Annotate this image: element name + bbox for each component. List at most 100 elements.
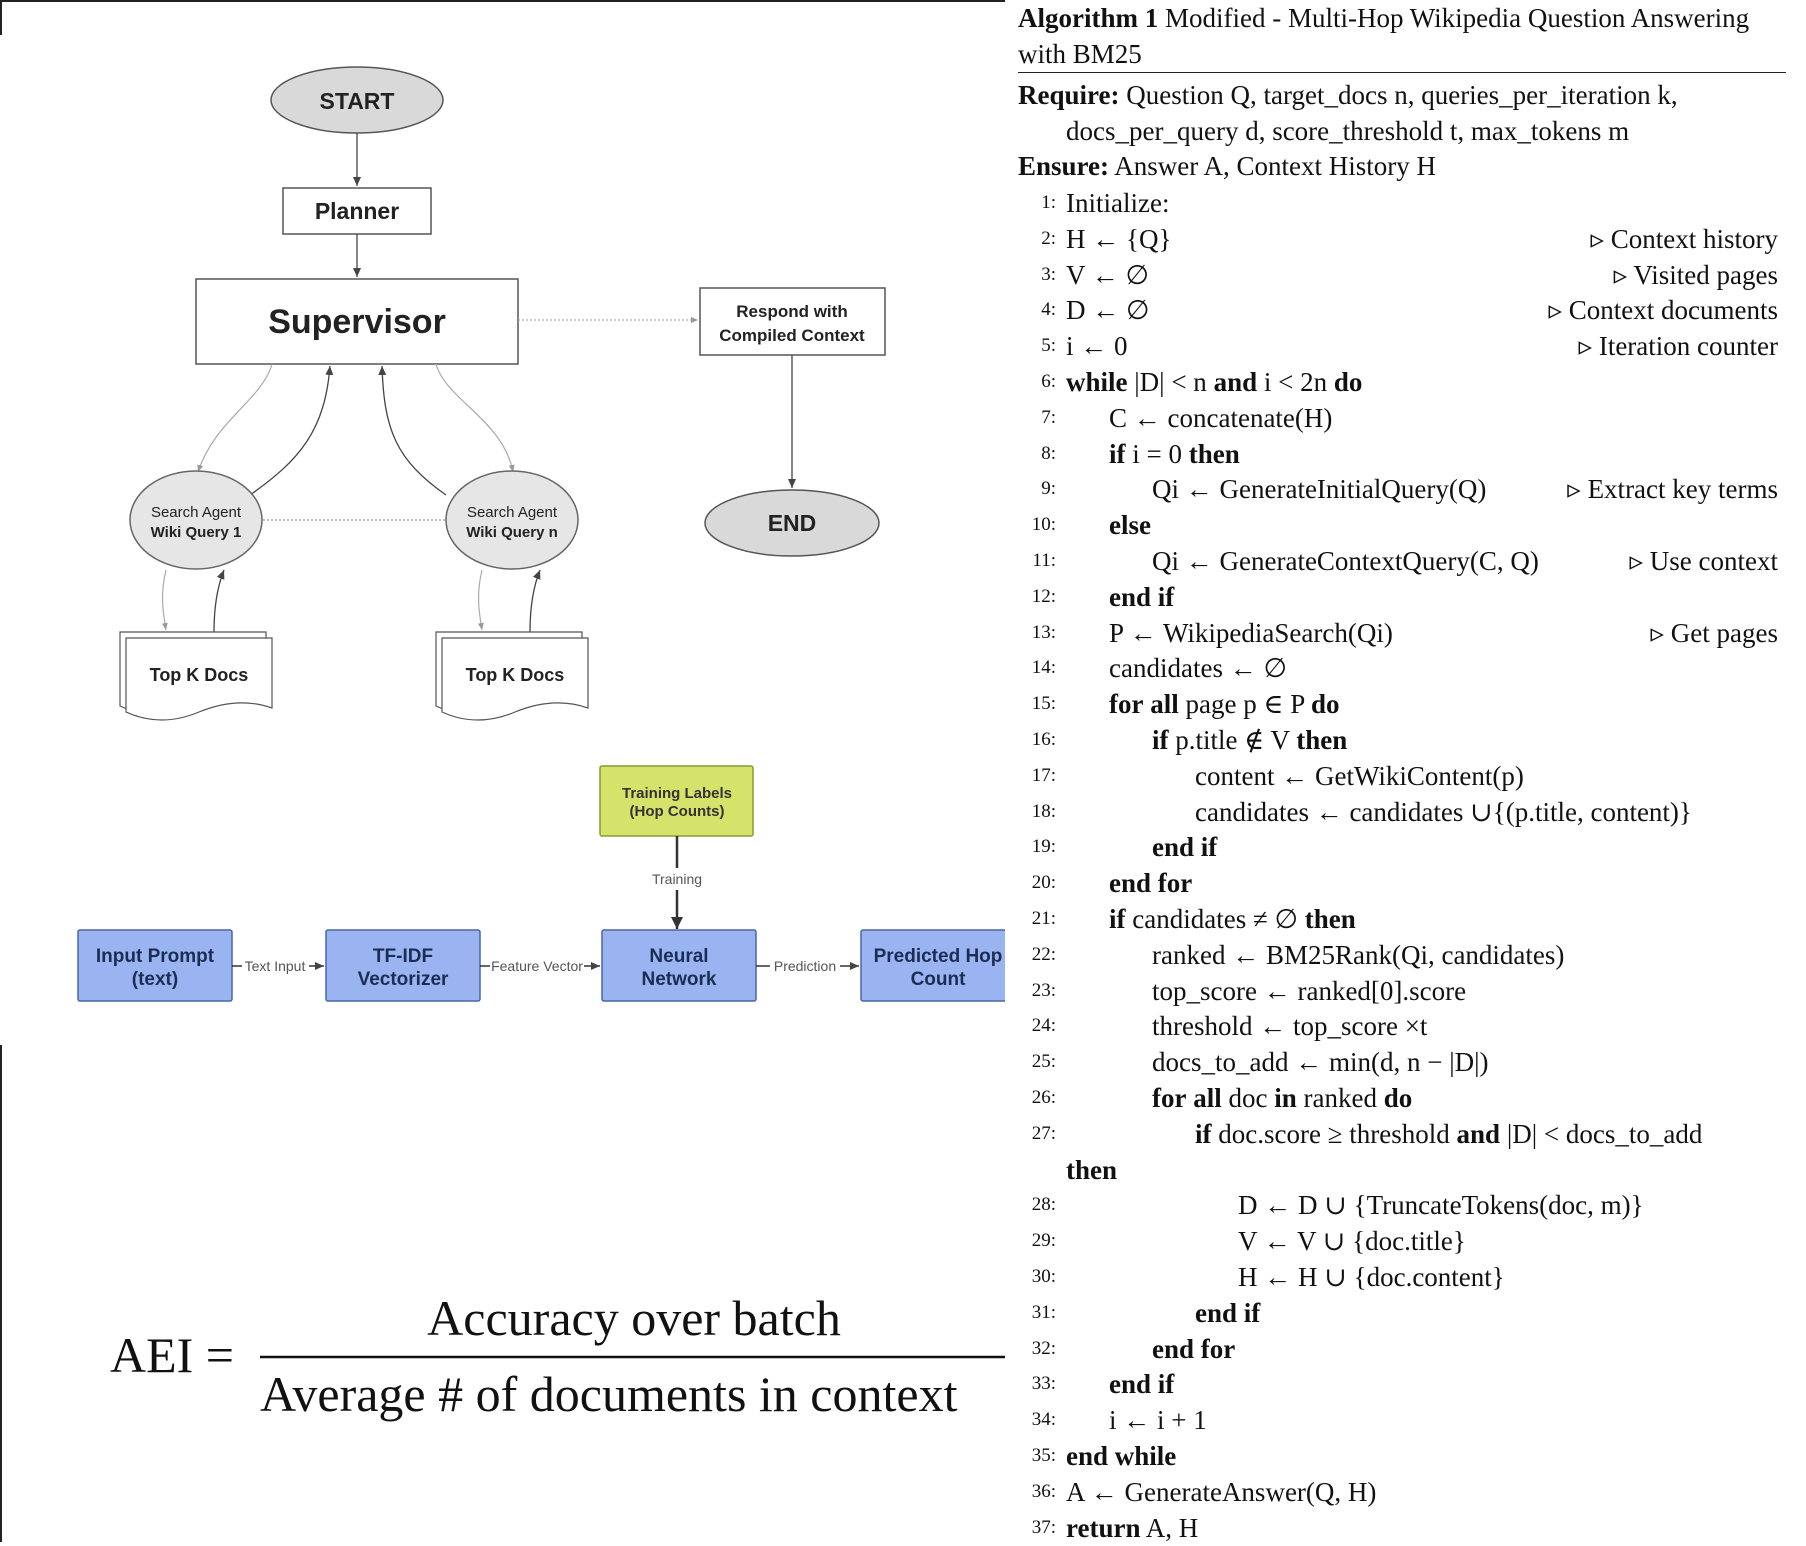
algorithm-line: 27:if doc.score ≥ threshold and |D| < do… bbox=[1018, 1116, 1786, 1152]
algorithm-line: 9:Qi ← GenerateInitialQuery(Q)▹ Extract … bbox=[1018, 471, 1786, 507]
algorithm-title: Algorithm 1 Modified - Multi-Hop Wikiped… bbox=[1018, 0, 1786, 72]
edge-agentn-supervisor bbox=[378, 365, 447, 496]
line-comment: ▹ Context documents bbox=[1548, 295, 1778, 326]
line-number: 18: bbox=[1031, 800, 1056, 822]
line-number: 25: bbox=[1031, 1051, 1056, 1073]
line-number: 12: bbox=[1031, 585, 1056, 607]
line-number: 14: bbox=[1031, 657, 1056, 679]
algorithm-line: 18: candidates ← candidates ∪{(p.title, c… bbox=[1018, 794, 1786, 830]
line-code: Initialize: bbox=[1066, 188, 1170, 218]
line-code: if candidates ≠ ∅ then bbox=[1109, 904, 1356, 934]
tfidf-label-2: Vectorizer bbox=[358, 969, 449, 990]
line-code: Qi ← GenerateContextQuery(C, Q) bbox=[1152, 546, 1539, 576]
line-number: 26: bbox=[1031, 1087, 1056, 1108]
line-number: 34: bbox=[1031, 1409, 1056, 1431]
line-code: i ← i + 1 bbox=[1109, 1405, 1207, 1436]
agentn-node bbox=[445, 470, 579, 570]
line-number: 36: bbox=[1031, 1480, 1056, 1502]
algorithm-line: 24:threshold ← top_score ×t bbox=[1018, 1008, 1786, 1044]
line-code: A ← GenerateAnswer(Q, H) bbox=[1066, 1476, 1377, 1507]
flowchart: START Planner Supervisor Respond with Co… bbox=[119, 66, 886, 721]
left-panel: START Planner Supervisor Respond with Co… bbox=[0, 0, 1005, 1542]
algorithm-line: 26: for all doc in ranked do bbox=[1018, 1080, 1786, 1116]
line-code: end if bbox=[1109, 581, 1175, 612]
line-code: while |D| < n and i < 2n do bbox=[1066, 367, 1363, 397]
line-code: return A, H bbox=[1066, 1512, 1199, 1543]
line-number: 1: bbox=[1041, 192, 1056, 213]
line-number: 5: bbox=[1041, 335, 1056, 357]
algorithm-line: then bbox=[1018, 1152, 1786, 1188]
edge-agent1-supervisor bbox=[249, 365, 334, 496]
edge-feature-vector-label: Feature Vector bbox=[491, 958, 583, 974]
line-code: D ← ∅ bbox=[1066, 295, 1150, 326]
line-code: D ← D ∪ {TruncateTokens(doc, m)} bbox=[1238, 1190, 1644, 1221]
line-number: 3: bbox=[1041, 263, 1056, 285]
algorithm-title-text: Modified - Multi-Hop Wikipedia Question … bbox=[1158, 3, 1750, 33]
line-comment: ▹ Context history bbox=[1590, 223, 1778, 254]
edge-supervisor-agent1 bbox=[197, 363, 273, 473]
line-number: 33: bbox=[1031, 1373, 1056, 1395]
line-code: candidates ← candidates ∪{(p.title, cont… bbox=[1195, 796, 1692, 827]
line-code: end for bbox=[1109, 868, 1193, 899]
algorithm-line: 4: D ← ∅ ▹ Context documents bbox=[1018, 292, 1786, 328]
algorithm-line: 2:H ← {Q}▹ Context history bbox=[1018, 221, 1786, 257]
algorithm-line: 15:for all page p ∈ P do bbox=[1018, 686, 1786, 722]
line-number: 24: bbox=[1031, 1015, 1056, 1037]
edge-docs-agentn bbox=[529, 569, 541, 633]
line-number: 4: bbox=[1041, 299, 1056, 321]
algorithm-line: 31: end if bbox=[1018, 1295, 1786, 1331]
line-code: else bbox=[1109, 510, 1151, 541]
agentn-label-1: Search Agent bbox=[467, 504, 558, 521]
line-number: 31: bbox=[1031, 1301, 1056, 1323]
predicted-hop-label-2: Count bbox=[911, 969, 967, 990]
aei-formula: AEI = Accuracy over batch Average # of d… bbox=[110, 1290, 1005, 1422]
line-code: end for bbox=[1152, 1333, 1236, 1364]
algorithm-line: 34: i ← i + 1 bbox=[1018, 1402, 1786, 1438]
docs1-node bbox=[119, 631, 273, 721]
line-number: 2: bbox=[1041, 227, 1056, 249]
line-number: 13: bbox=[1031, 621, 1056, 643]
line-number: 17: bbox=[1031, 764, 1056, 786]
algorithm-line: 30:H ← H ∪ {doc.content} bbox=[1018, 1259, 1786, 1295]
algorithm-line: 28:D ← D ∪ {TruncateTokens(doc, m)} bbox=[1018, 1187, 1786, 1223]
training-labels-label-1: Training Labels bbox=[622, 785, 732, 802]
predicted-hop-node bbox=[860, 929, 1005, 1002]
line-number: 27: bbox=[1031, 1122, 1056, 1144]
edge-agentn-docs bbox=[477, 569, 484, 631]
neural-network-label-1: Neural bbox=[649, 946, 708, 967]
require-text-2: docs_per_query d, score_threshold t, max… bbox=[1066, 116, 1630, 146]
line-code: end if bbox=[1195, 1297, 1261, 1328]
line-number: 10: bbox=[1031, 514, 1056, 536]
algorithm-line: 7:C ← concatenate(H) bbox=[1018, 400, 1786, 436]
algorithm-line: 33:end if bbox=[1018, 1366, 1786, 1402]
title-rule bbox=[1018, 72, 1786, 73]
require-block: Require: Question Q, target_docs n, quer… bbox=[1018, 77, 1786, 149]
algorithm-line: 5:i ← 0▹ Iteration counter bbox=[1018, 328, 1786, 364]
line-number: 21: bbox=[1031, 908, 1056, 929]
line-code: for all doc in ranked do bbox=[1152, 1083, 1413, 1113]
line-code: V ← ∅ bbox=[1066, 259, 1150, 290]
line-number: 7: bbox=[1041, 406, 1056, 428]
line-number: 32: bbox=[1031, 1337, 1056, 1359]
input-prompt-label-2: (text) bbox=[132, 969, 178, 990]
start-label: START bbox=[320, 88, 395, 114]
line-number: 8: bbox=[1041, 442, 1056, 464]
algorithm-line: 17:content ← GetWikiContent(p) bbox=[1018, 758, 1786, 794]
algorithm-line: 21: if candidates ≠ ∅ then bbox=[1018, 901, 1786, 937]
formula-denominator: Average # of documents in context bbox=[260, 1366, 958, 1422]
algorithm-line: 36: A ← GenerateAnswer(Q, H) bbox=[1018, 1474, 1786, 1510]
end-label: END bbox=[768, 510, 817, 536]
formula-numerator: Accuracy over batch bbox=[427, 1290, 841, 1346]
supervisor-node bbox=[195, 278, 519, 365]
algorithm-line: 8:if i = 0 then bbox=[1018, 436, 1786, 472]
line-comment: ▹ Get pages bbox=[1650, 617, 1778, 648]
algorithm-line: 14:candidates ← ∅ bbox=[1018, 650, 1786, 686]
line-code: i ← 0 bbox=[1066, 331, 1128, 362]
edge-supervisor-agentn bbox=[435, 363, 515, 473]
algorithm-line: 35:end while bbox=[1018, 1438, 1786, 1474]
line-number: 30: bbox=[1031, 1266, 1056, 1287]
line-code: if p.title ∉ V then bbox=[1152, 725, 1348, 755]
line-number: 23: bbox=[1031, 979, 1056, 1001]
algorithm-line: 1: Initialize: bbox=[1018, 185, 1786, 221]
algorithm-line: 16:if p.title ∉ V then bbox=[1018, 722, 1786, 758]
